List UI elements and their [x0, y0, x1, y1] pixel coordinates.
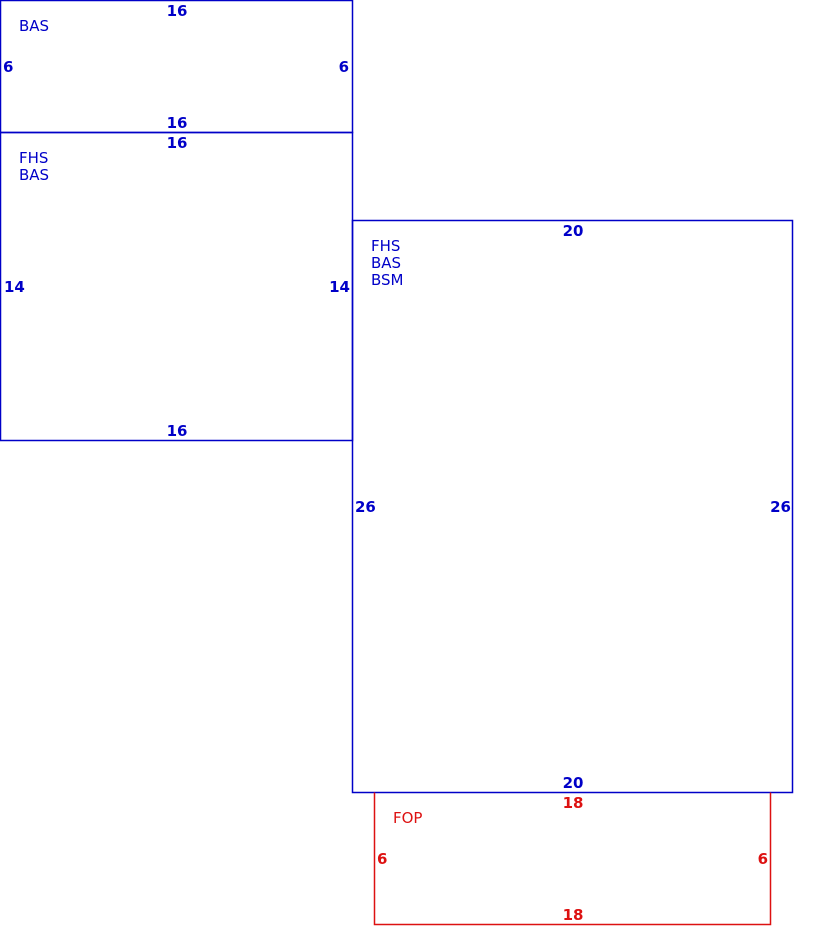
- dimension-bottom: 16: [167, 422, 188, 440]
- area-code-fhs: FHS: [19, 149, 48, 167]
- section-upper-left: BAS 16 16 6 6: [0, 0, 354, 134]
- dimension-bottom: 16: [167, 114, 188, 132]
- area-code-bas: BAS: [19, 166, 49, 184]
- dimension-right: 14: [329, 278, 350, 296]
- dimension-top: 18: [563, 794, 584, 812]
- section-main-outline: [351, 219, 794, 794]
- dimension-right: 26: [770, 498, 791, 516]
- dimension-left: 26: [355, 498, 376, 516]
- dimension-left: 6: [377, 850, 387, 868]
- section-porch: FOP 18 18 6 6: [373, 792, 772, 926]
- section-middle-left: FHS BAS 16 16 14 14: [0, 131, 354, 442]
- area-code-bas: BAS: [371, 254, 401, 272]
- dimension-right: 6: [758, 850, 768, 868]
- section-middle-left-outline: [0, 131, 354, 442]
- dimension-top: 20: [563, 222, 584, 240]
- section-main: FHS BAS BSM 20 20 26 26: [351, 219, 794, 794]
- area-code-fop: FOP: [393, 809, 422, 827]
- dimension-left: 6: [3, 58, 13, 76]
- section-porch-outline: [373, 792, 772, 926]
- dimension-bottom: 20: [563, 774, 584, 792]
- area-code-bsm: BSM: [371, 271, 404, 289]
- dimension-bottom: 18: [563, 906, 584, 924]
- area-code-bas: BAS: [19, 17, 49, 35]
- dimension-left: 14: [4, 278, 25, 296]
- dimension-right: 6: [339, 58, 349, 76]
- dimension-top: 16: [167, 134, 188, 152]
- area-code-fhs: FHS: [371, 237, 400, 255]
- dimension-top: 16: [167, 2, 188, 20]
- section-upper-left-outline: [0, 0, 354, 134]
